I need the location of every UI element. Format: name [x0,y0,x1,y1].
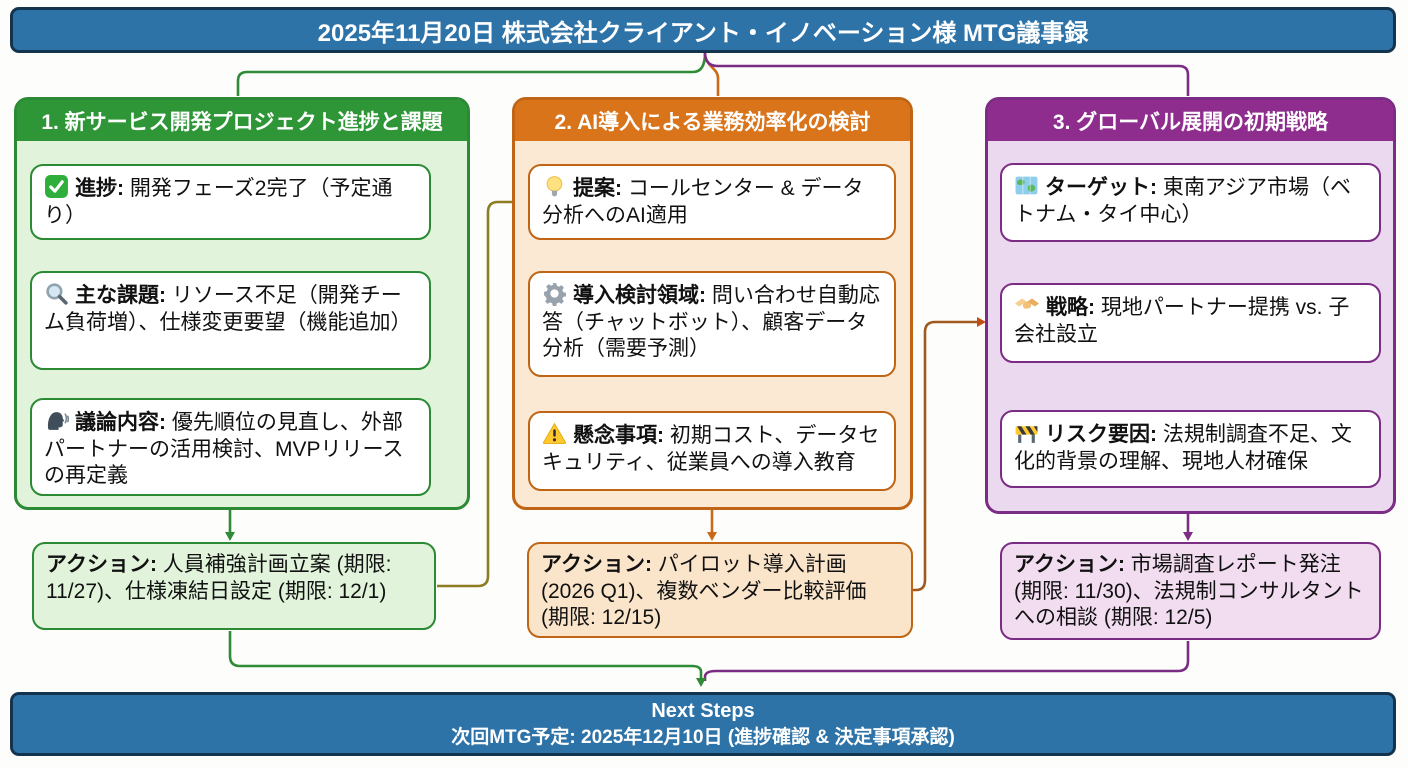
action-2-text: パイロット導入計画 (2026 Q1)、複数ベンダー比較評価 (期限: 12/1… [541,553,867,630]
world-map-icon [1015,176,1038,195]
action-3-label: アクション: [1014,553,1125,576]
column-2-header: 2. AI導入による業務効率化の検討 [515,100,910,141]
concerns-text: 初期コスト、データセキュリティ、従業員への導入教育 [542,424,880,474]
column-1-header: 1. 新サービス開発プロジェクト進捗と課題 [17,100,467,141]
risk-text: 法規制調査不足、文化的背景の理解、現地人材確保 [1014,423,1352,473]
action-1-label: アクション: [46,553,157,576]
target-label: ターゲット: [1045,176,1157,199]
proposal-label: 提案: [573,177,622,200]
warning-icon [542,422,567,444]
progress-label: 進捗: [75,177,124,200]
gear-icon [544,283,566,306]
magnifier-icon [46,283,68,305]
risk-label: リスク要因: [1045,423,1157,446]
issues-box: 主な課題: リソース不足（開発チーム負荷増）、仕様変更要望（機能追加） [30,271,431,370]
discussion-box: 議論内容: 優先順位の見直し、外部パートナーの活用検討、MVPリリースの再定義 [30,398,431,496]
meeting-title: 2025年11月20日 株式会社クライアント・イノベーション様 MTG議事録 [317,19,1089,47]
meeting-title-bar: 2025年11月20日 株式会社クライアント・イノベーション様 MTG議事録 [10,7,1396,53]
target-text: 東南アジア市場（ベトナム・タイ中心） [1014,176,1352,226]
action-1-text: 人員補強計画立案 (期限: 11/27)、仕様凍結日設定 (期限: 12/1) [46,553,392,603]
next-steps-title: Next Steps [651,699,755,722]
adoption-areas-box: 導入検討領域: 問い合わせ自動応答（チャットボット）、顧客データ分析（需要予測） [528,271,896,377]
strategy-box: 戦略: 現地パートナー提携 vs. 子会社設立 [1000,283,1381,363]
construction-barrier-icon [1015,426,1038,443]
column-3-header: 3. グローバル展開の初期戦略 [988,100,1393,141]
proposal-box: 提案: コールセンター & データ分析へのAI適用 [528,164,896,240]
proposal-text: コールセンター & データ分析へのAI適用 [542,177,864,227]
strategy-label: 戦略: [1046,296,1095,319]
adoption-areas-label: 導入検討領域: [573,284,706,307]
adoption-areas-text: 問い合わせ自動応答（チャットボット）、顧客データ分析（需要予測） [542,284,880,361]
action-2-label: アクション: [541,553,652,576]
action-3-text: 市場調査レポート発注 (期限: 11/30)、法規制コンサルタントへの相談 (期… [1014,553,1364,630]
issues-text: リソース不足（開発チーム負荷増）、仕様変更要望（機能追加） [44,284,412,334]
check-icon [45,175,68,198]
handshake-icon [1015,298,1039,309]
discussion-text: 優先順位の見直し、外部パートナーの活用検討、MVPリリースの再定義 [44,411,404,488]
action-box-1: アクション: 人員補強計画立案 (期限: 11/27)、仕様凍結日設定 (期限:… [32,542,436,630]
concerns-box: 懸念事項: 初期コスト、データセキュリティ、従業員への導入教育 [528,411,896,491]
progress-box: 進捗: 開発フェーズ2完了（予定通り） [30,164,431,240]
action-box-3: アクション: 市場調査レポート発注 (期限: 11/30)、法規制コンサルタント… [1000,542,1381,640]
target-box: ターゲット: 東南アジア市場（ベトナム・タイ中心） [1000,163,1381,242]
discussion-label: 議論内容: [75,411,166,434]
progress-text: 開発フェーズ2完了（予定通り） [44,177,393,227]
strategy-text: 現地パートナー提携 vs. 子会社設立 [1014,296,1350,346]
lightbulb-icon [546,176,563,197]
action-box-2: アクション: パイロット導入計画 (2026 Q1)、複数ベンダー比較評価 (期… [527,542,913,638]
issues-label: 主な課題: [75,284,166,307]
next-steps-bar: Next Steps 次回MTG予定: 2025年12月10日 (進捗確認 & … [10,692,1396,756]
speaking-head-icon [47,412,69,430]
concerns-label: 懸念事項: [573,424,664,447]
next-mtg-line: 次回MTG予定: 2025年12月10日 (進捗確認 & 決定事項承認) [451,726,955,748]
risk-box: リスク要因: 法規制調査不足、文化的背景の理解、現地人材確保 [1000,410,1381,488]
